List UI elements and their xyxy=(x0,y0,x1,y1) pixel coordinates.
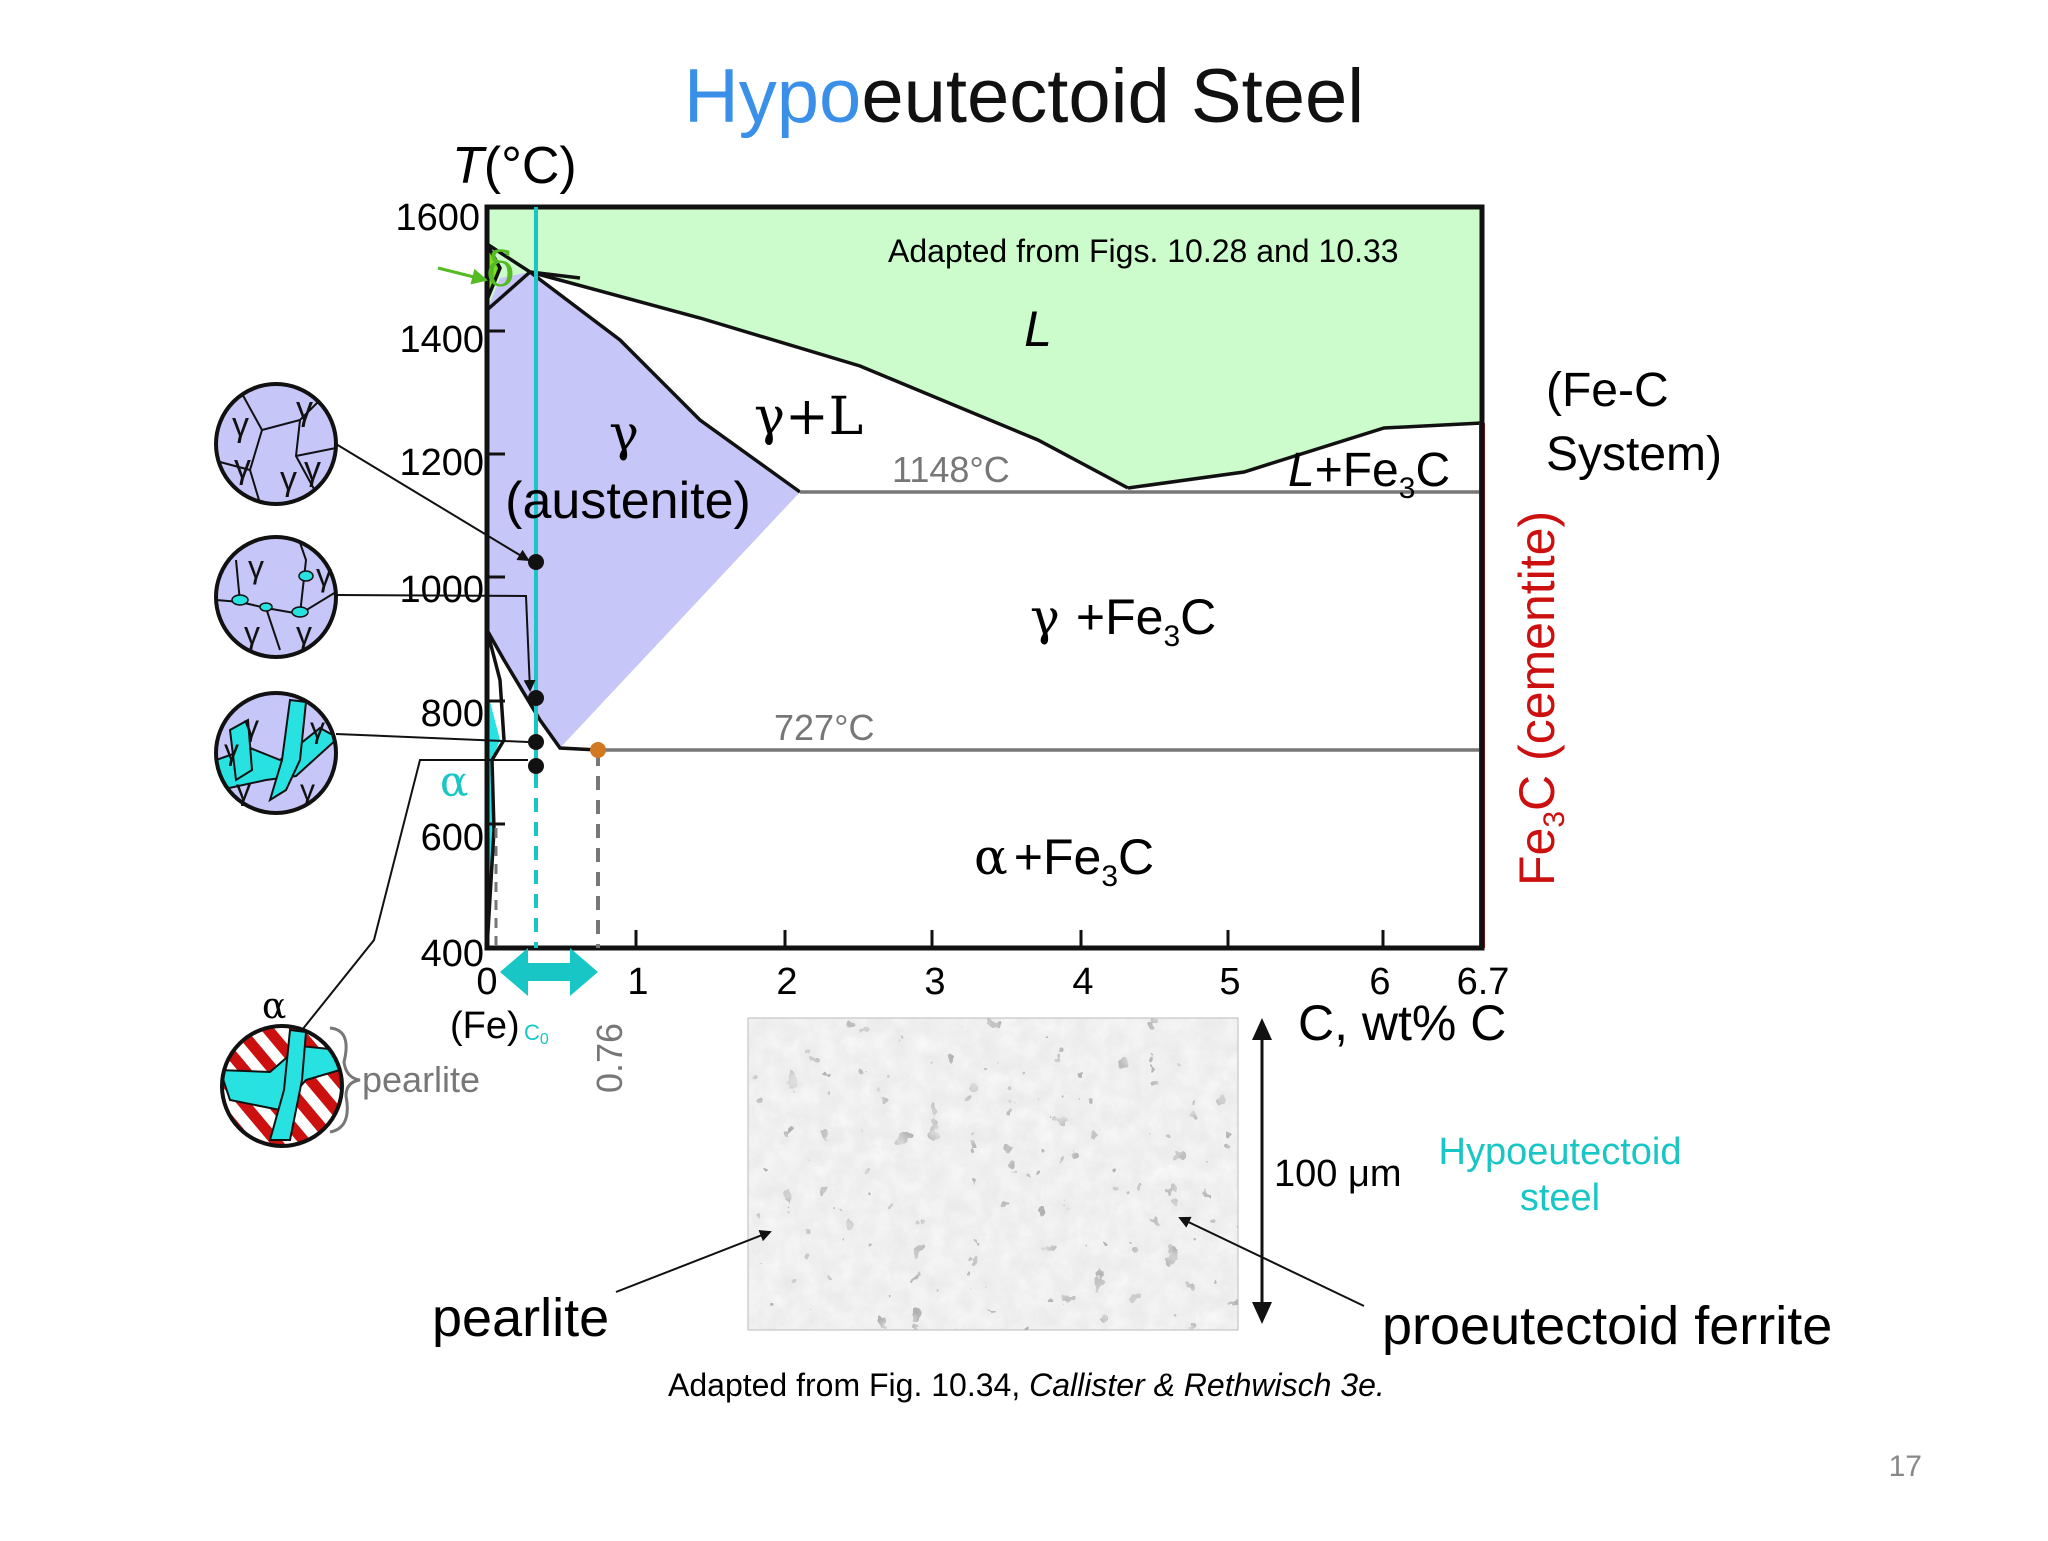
alpha-label: α xyxy=(440,757,468,806)
liquid-cementite-label: L+Fe3C xyxy=(1288,444,1450,505)
point-below-eutectoid xyxy=(528,758,544,774)
page-number: 17 xyxy=(1889,1450,1922,1483)
micrograph xyxy=(747,1017,1239,1331)
scale-bar xyxy=(1252,1018,1272,1324)
point-above-eutectoid xyxy=(528,734,544,750)
pearlite-bracket xyxy=(329,1026,361,1134)
svg-text:γ: γ xyxy=(310,712,325,745)
pearlite-pointer xyxy=(615,1230,772,1293)
svg-text:γ: γ xyxy=(234,448,251,486)
pearlite-label: pearlite xyxy=(432,1288,609,1348)
eutectic-temp: 1148°C xyxy=(892,449,1010,490)
eutectoid-temp: 727°C xyxy=(774,707,874,748)
micro-pearlite xyxy=(220,1024,344,1148)
connectors xyxy=(301,443,536,1031)
eutectoid-point xyxy=(590,742,606,758)
svg-text:γ: γ xyxy=(232,406,249,444)
delta-arrow xyxy=(437,266,488,285)
austenite-region xyxy=(487,272,800,750)
x-tick: 2 xyxy=(776,961,797,1003)
x-axis xyxy=(634,930,1385,948)
y-tick: 1400 xyxy=(399,319,484,361)
pearlite-bracket-label: pearlite xyxy=(362,1059,480,1100)
delta-label: δ xyxy=(486,242,515,298)
x-axis-title: C, wt% C xyxy=(1298,995,1506,1051)
x-tick: 0 xyxy=(476,961,497,1003)
eutectoid-composition: 0.76 xyxy=(589,1023,630,1093)
gamma-label: γ xyxy=(609,404,639,462)
y-tick-labels: 1600 1400 1200 1000 800 600 400 xyxy=(395,197,484,975)
svg-text:γ: γ xyxy=(304,450,321,488)
fe-label: (Fe) xyxy=(450,1005,520,1047)
y-axis xyxy=(487,205,505,826)
x-tick: 1 xyxy=(627,961,648,1003)
y-tick: 1200 xyxy=(399,442,484,484)
title-hypo: Hypo xyxy=(684,54,861,139)
system-label-line1: (Fe-C xyxy=(1546,364,1669,417)
point-austenite xyxy=(528,554,544,570)
delta-region xyxy=(487,246,500,300)
y-axis-title: T(°C) xyxy=(452,137,577,195)
title-rest: eutectoid Steel xyxy=(861,54,1364,139)
svg-text:γ: γ xyxy=(224,734,239,767)
adapted-from-top: Adapted from Figs. 10.28 and 10.33 xyxy=(888,233,1399,269)
scale-label: 100 μm xyxy=(1274,1153,1402,1195)
x-tick-labels: 0 1 2 3 4 5 6 6.7 xyxy=(476,961,1509,1003)
cementite-label: Fe3C (cementite) xyxy=(1509,511,1571,886)
svg-text:γ: γ xyxy=(280,460,297,498)
austenite-label: (austenite) xyxy=(505,472,751,530)
svg-text:γ: γ xyxy=(296,615,312,651)
system-label-line2: System) xyxy=(1546,428,1722,481)
micro-alpha-label: α xyxy=(262,986,286,1027)
svg-text:γ: γ xyxy=(248,549,264,585)
y-tick: 800 xyxy=(421,693,484,735)
ferrite-pointer xyxy=(1178,1216,1365,1307)
y-tick: 600 xyxy=(421,817,484,859)
slide-title: Hypoeutectoid Steel xyxy=(684,54,1364,139)
c0-label: C0 xyxy=(524,1020,549,1048)
x-tick: 5 xyxy=(1219,961,1240,1003)
phase-boundaries xyxy=(485,242,1483,949)
liquid-region xyxy=(487,207,1482,488)
gamma-liquid-label: γ+L xyxy=(754,387,863,447)
adapted-from-bottom: Adapted from Fig. 10.34, Callister & Ret… xyxy=(668,1367,1385,1403)
x-tick: 6.7 xyxy=(1457,961,1510,1003)
svg-text:γ: γ xyxy=(244,710,259,743)
alpha-cementite-label: α+Fe3C xyxy=(974,828,1154,893)
y-tick: 1600 xyxy=(395,197,480,239)
x-tick: 3 xyxy=(924,961,945,1003)
x-tick: 6 xyxy=(1369,961,1390,1003)
liquid-label: L xyxy=(1024,301,1052,357)
x-tick: 4 xyxy=(1072,961,1093,1003)
y-tick: 400 xyxy=(421,933,484,975)
hypo-label-line2: steel xyxy=(1520,1177,1600,1219)
ferrite-label: proeutectoid ferrite xyxy=(1382,1296,1832,1356)
y-tick: 1000 xyxy=(399,569,484,611)
svg-text:γ: γ xyxy=(300,774,315,807)
hypo-label-line1: Hypoeutectoid xyxy=(1439,1131,1682,1173)
svg-text:γ: γ xyxy=(296,390,313,428)
svg-text:γ: γ xyxy=(244,615,260,651)
composition-range-arrow xyxy=(500,948,598,996)
point-alpha-gamma xyxy=(528,690,544,706)
gamma-cementite-label: γ+Fe3C xyxy=(1030,588,1216,653)
